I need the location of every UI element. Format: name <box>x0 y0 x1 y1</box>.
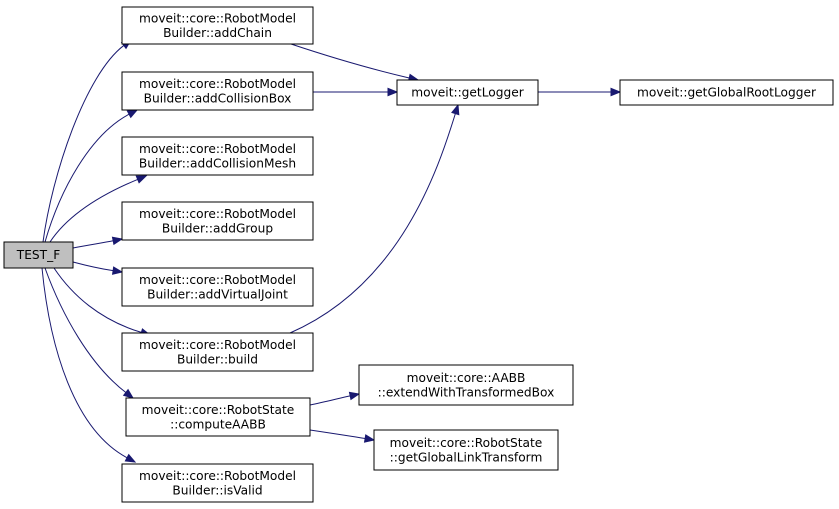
node-label-line: moveit::core::RobotState <box>390 436 543 450</box>
node-box <box>373 429 559 471</box>
node-label-line: moveit::core::RobotModel <box>139 207 296 221</box>
node-label-line: Builder::addCollisionMesh <box>139 156 296 170</box>
call-graph-edges <box>41 39 622 463</box>
arrowhead <box>111 236 124 246</box>
call-edge-test_f-to-add_chain <box>42 39 133 243</box>
node-label-line: Builder::addVirtualJoint <box>147 287 288 301</box>
arrowhead <box>124 453 137 463</box>
arrowhead <box>126 109 139 119</box>
call-edge-test_f-to-add_virtual_joint <box>72 261 124 275</box>
node-compute-aabb[interactable]: moveit::core::RobotState::computeAABB <box>125 397 311 437</box>
call-edge-test_f-to-compute_aabb <box>44 267 135 399</box>
node-add-virtual-joint[interactable]: moveit::core::RobotModelBuilder::addVirt… <box>121 267 314 307</box>
node-box <box>121 201 314 241</box>
call-edge-test_f-to-is_valid <box>41 267 137 463</box>
call-graph-nodes: TEST_Fmoveit::core::RobotModelBuilder::a… <box>3 6 834 503</box>
edge-line <box>42 45 125 243</box>
arrowhead <box>387 87 399 97</box>
edge-line <box>72 240 114 249</box>
node-add-chain[interactable]: moveit::core::RobotModelBuilder::addChai… <box>121 6 314 45</box>
node-label-line: Builder::addCollisionBox <box>144 91 292 105</box>
call-edge-compute_aabb-to-extend_with_transformed_box <box>309 391 361 406</box>
call-edge-test_f-to-add_collision_box <box>44 109 139 243</box>
node-label-line: moveit::core::RobotModel <box>139 77 296 91</box>
edge-line <box>44 267 127 393</box>
node-box <box>121 463 314 503</box>
node-label-line: Builder::addGroup <box>162 221 273 235</box>
edge-line <box>44 113 130 243</box>
arrowhead <box>348 391 361 401</box>
node-box <box>619 79 834 106</box>
node-label-line: ::getGlobalLinkTransform <box>390 450 543 464</box>
node-label-line: moveit::getGlobalRootLogger <box>637 86 817 100</box>
node-box <box>358 364 574 406</box>
call-edge-add_collision_box-to-get_logger <box>313 87 399 97</box>
call-edge-test_f-to-add_group <box>72 236 124 249</box>
node-label-line: moveit::core::RobotModel <box>139 273 296 287</box>
node-label-line: ::computeAABB <box>170 417 266 431</box>
node-test-f: TEST_F <box>3 241 74 269</box>
edge-line <box>289 113 456 334</box>
edge-line <box>41 267 128 459</box>
node-label-line: moveit::core::RobotState <box>142 403 295 417</box>
arrowhead <box>135 175 148 184</box>
call-edge-compute_aabb-to-get_global_link_transform <box>309 429 376 443</box>
node-label-line: Builder::isValid <box>172 483 262 497</box>
node-box <box>396 79 539 106</box>
node-label-line: moveit::core::RobotModel <box>139 11 296 25</box>
node-label-line: moveit::getLogger <box>411 86 524 100</box>
node-box <box>121 6 314 45</box>
edge-line <box>290 43 410 79</box>
call-edge-build-to-get_logger <box>289 103 460 334</box>
edge-line <box>49 178 138 243</box>
edge-line <box>53 267 142 333</box>
node-box <box>121 71 314 111</box>
node-label-line: moveit::core::RobotModel <box>139 469 296 483</box>
arrowhead <box>363 434 376 443</box>
node-box <box>121 136 314 176</box>
edge-line <box>309 395 351 406</box>
node-get-global-root-logger[interactable]: moveit::getGlobalRootLogger <box>619 79 834 106</box>
node-box <box>3 241 74 269</box>
node-add-collision-mesh[interactable]: moveit::core::RobotModelBuilder::addColl… <box>121 136 314 176</box>
call-edge-get_logger-to-get_global_root_logger <box>538 87 622 97</box>
arrowhead <box>451 103 460 116</box>
node-add-collision-box[interactable]: moveit::core::RobotModelBuilder::addColl… <box>121 71 314 111</box>
node-box <box>125 397 311 437</box>
node-box <box>121 332 314 372</box>
node-label-line: moveit::core::RobotModel <box>139 142 296 156</box>
node-label-line: moveit::core::AABB <box>407 371 526 385</box>
node-label-line: moveit::core::RobotModel <box>139 338 296 352</box>
node-add-group[interactable]: moveit::core::RobotModelBuilder::addGrou… <box>121 201 314 241</box>
node-label-line: Builder::addChain <box>163 26 272 40</box>
edge-line <box>309 429 366 440</box>
node-label-line: Builder::build <box>177 352 258 366</box>
node-get-logger[interactable]: moveit::getLogger <box>396 79 539 106</box>
node-extend-with-transformed-box[interactable]: moveit::core::AABB::extendWithTransforme… <box>358 364 574 406</box>
arrowhead <box>122 388 135 399</box>
node-label-line: TEST_F <box>16 248 60 262</box>
arrowhead <box>111 266 124 275</box>
node-box <box>121 267 314 307</box>
arrowhead <box>610 87 622 97</box>
node-label-line: ::extendWithTransformedBox <box>378 385 555 399</box>
edge-line <box>72 261 114 272</box>
node-get-global-link-transform[interactable]: moveit::core::RobotState::getGlobalLinkT… <box>373 429 559 471</box>
call-edge-test_f-to-add_collision_mesh <box>49 175 148 243</box>
